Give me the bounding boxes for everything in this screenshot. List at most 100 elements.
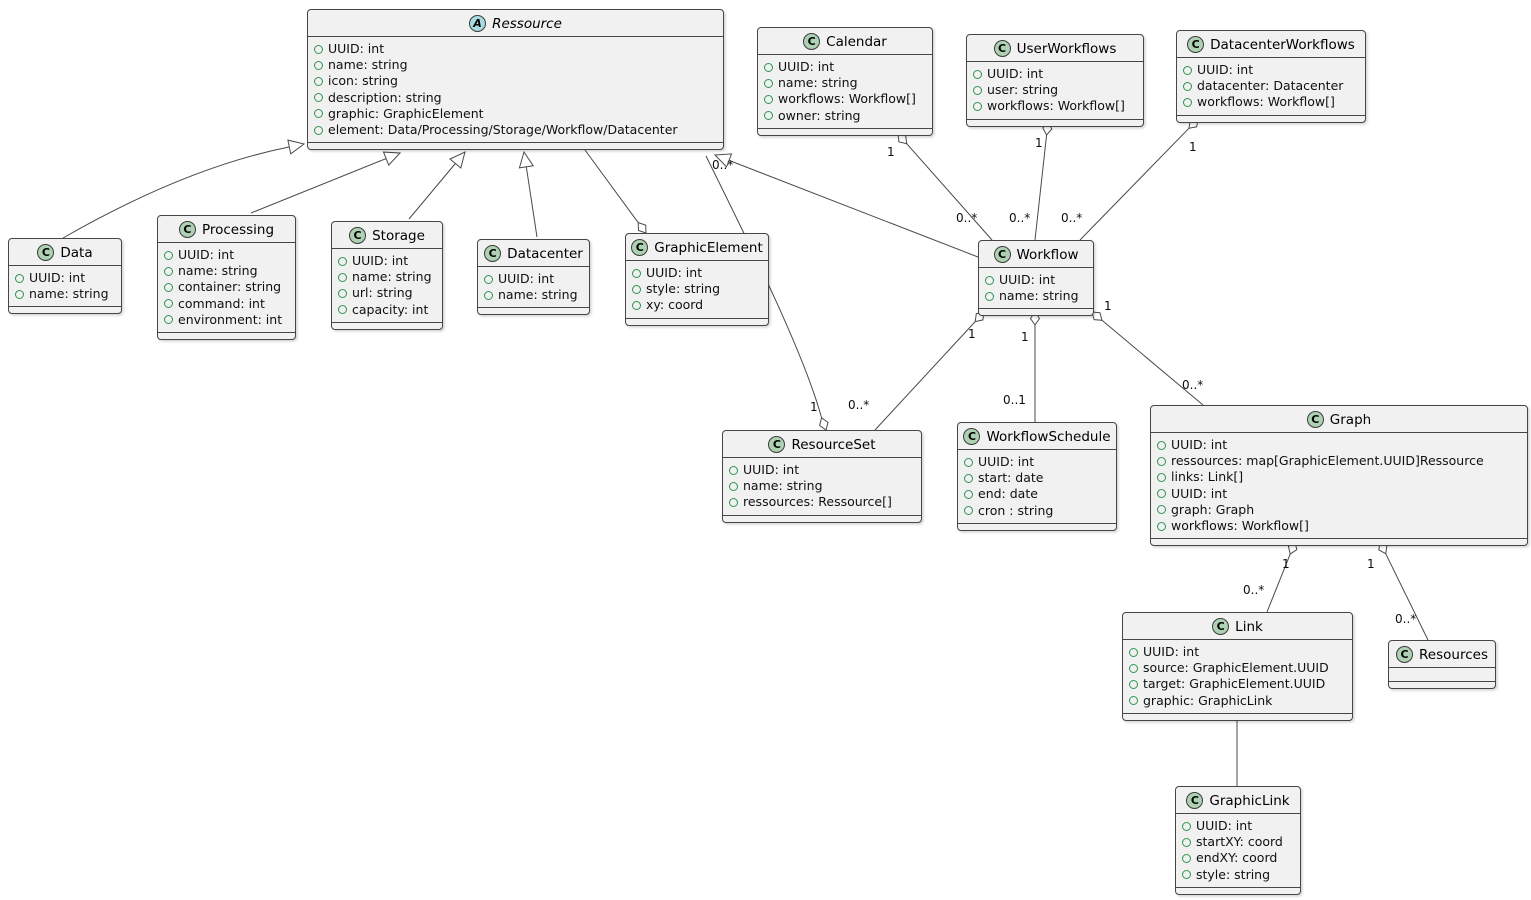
class-name: Graph [1329, 411, 1372, 428]
multiplicity-label: 1 [1282, 557, 1290, 571]
multiplicity-label: 0..* [712, 158, 734, 172]
class-icon: C [1187, 36, 1205, 53]
field-visibility-icon [729, 465, 738, 475]
attribute: graphic: GraphicLink [1129, 693, 1344, 709]
attribute: UUID: int [164, 247, 287, 263]
attribute-text: name: string [999, 288, 1079, 304]
class-icon: C [1306, 411, 1324, 428]
attribute-text: graphic: GraphicElement [328, 105, 484, 121]
multiplicity-label: 0..* [956, 211, 978, 225]
attribute: ressources: map[GraphicElement.UUID]Ress… [1157, 453, 1519, 469]
class-icon: C [37, 244, 55, 261]
multiplicity-label: 1 [887, 145, 895, 159]
multiplicity-label: 1 [1104, 299, 1112, 313]
multiplicity-label: 1 [1035, 136, 1043, 150]
attribute-text: ressources: map[GraphicElement.UUID]Ress… [1171, 453, 1484, 469]
attribute-text: source: GraphicElement.UUID [1143, 660, 1329, 676]
field-visibility-icon [484, 274, 493, 284]
attribute-text: name: string [328, 57, 408, 73]
attribute-text: icon: string [328, 73, 398, 89]
attribute: UUID: int [484, 271, 581, 287]
attribute-text: command: int [178, 295, 265, 311]
edge-data-ressource-generalization [62, 139, 306, 239]
class-icon: C [993, 246, 1011, 263]
edge-workflow-resourceset-aggregation [874, 311, 985, 431]
field-visibility-icon [314, 125, 323, 135]
field-visibility-icon [1157, 473, 1166, 482]
attribute-text: UUID: int [778, 59, 835, 74]
attribute: source: GraphicElement.UUID [1129, 660, 1344, 676]
attribute-text: UUID: int [498, 271, 555, 286]
field-visibility-icon [1182, 854, 1191, 863]
attribute: UUID: int [1183, 62, 1357, 78]
attribute-text: name: string [178, 263, 258, 279]
class-title: C GraphicLink [1176, 787, 1300, 814]
multiplicity-label: 0..* [848, 398, 870, 412]
attribute: element: Data/Processing/Storage/Workflo… [314, 122, 715, 138]
class-box-resources[interactable]: C Resources [1388, 640, 1496, 689]
class-name: Workflow [1016, 246, 1079, 263]
field-visibility-icon [164, 315, 173, 325]
attribute-text: user: string [987, 82, 1059, 98]
attribute-text: end: date [978, 486, 1038, 502]
class-name: GraphicElement [654, 239, 763, 256]
attribute: icon: string [314, 73, 715, 89]
field-visibility-icon [632, 301, 641, 310]
field-visibility-icon [964, 506, 973, 516]
attribute-text: name: string [778, 75, 858, 91]
field-visibility-icon [632, 284, 641, 294]
methods-compartment [1151, 538, 1527, 545]
field-visibility-icon [1157, 456, 1166, 466]
attribute-text: name: string [498, 287, 578, 303]
class-icon: C [178, 221, 196, 238]
abstract-class-icon: A [469, 15, 487, 32]
class-title: C Storage [332, 222, 442, 249]
attribute-text: graphic: GraphicLink [1143, 692, 1273, 708]
attribute: UUID: int [15, 270, 113, 286]
field-visibility-icon [164, 299, 173, 309]
edge-workflow-graph-aggregation [1091, 311, 1204, 406]
class-name: Storage [372, 227, 425, 244]
attribute-text: startXY: coord [1196, 834, 1283, 850]
multiplicity-label: 0..* [1182, 378, 1204, 392]
field-visibility-icon [964, 490, 973, 499]
methods-compartment [758, 127, 932, 135]
edge-processing-ressource-generalization [250, 151, 402, 214]
class-title: C WorkflowSchedule [958, 423, 1116, 450]
attribute-text: capacity: int [352, 301, 429, 317]
multiplicity-label: 0..1 [1003, 393, 1026, 407]
field-visibility-icon [729, 498, 738, 507]
attribute: workflows: Workflow[] [1157, 518, 1519, 534]
field-visibility-icon [314, 77, 323, 86]
attribute: start: date [964, 470, 1108, 486]
attribute-text: element: Data/Processing/Storage/Workflo… [328, 122, 678, 138]
edge-calendar-workflow-aggregation [897, 133, 993, 241]
attribute-text: UUID: int [987, 66, 1044, 81]
class-name: GraphicLink [1209, 792, 1290, 809]
attribute-text: UUID: int [352, 253, 409, 268]
class-title: C Link [1123, 613, 1352, 640]
class-name: Datacenter [507, 245, 583, 262]
attribute-text: xy: coord [646, 297, 704, 313]
attribute: user: string [973, 82, 1135, 98]
field-visibility-icon [164, 283, 173, 292]
